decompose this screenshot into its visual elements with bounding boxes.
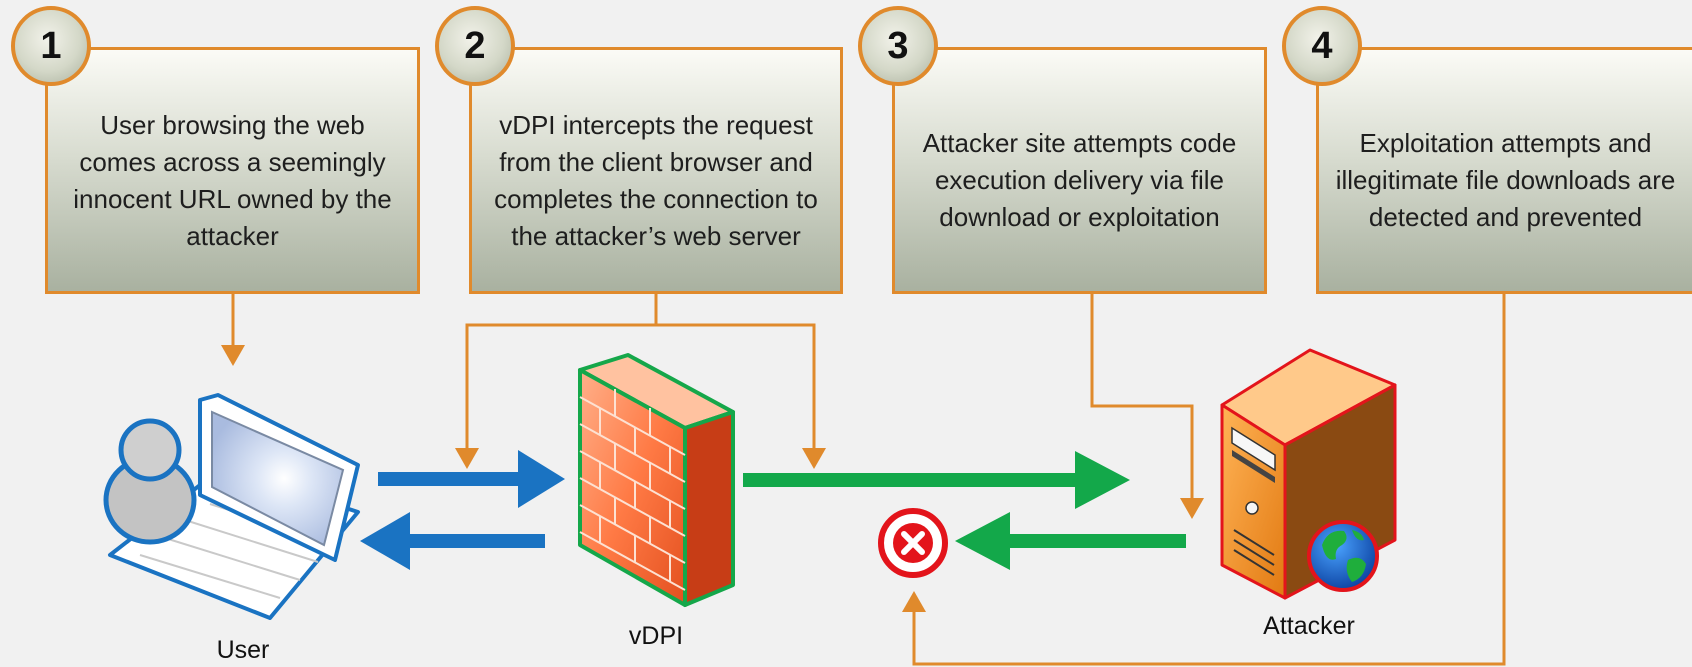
- step-4-box: Exploitation attempts and illegitimate f…: [1316, 47, 1692, 294]
- step-connectors: [231, 294, 1506, 666]
- step-2-box: vDPI intercepts the request from the cli…: [469, 47, 843, 294]
- user-label: User: [216, 636, 270, 664]
- step-3-number-badge: 3: [858, 6, 938, 86]
- blocked-icon: [878, 508, 948, 578]
- response-arrow: [360, 512, 545, 570]
- globe-icon: [1307, 520, 1379, 592]
- step-4-number-badge: 4: [1282, 6, 1362, 86]
- connector-arrowheads: [221, 345, 1204, 612]
- return-arrow: [955, 512, 1186, 570]
- step-1-number-badge: 1: [11, 6, 91, 86]
- request-arrow: [378, 450, 565, 508]
- step-3-box: Attacker site attempts code execution de…: [892, 47, 1267, 294]
- attacker-label: Attacker: [1263, 612, 1355, 640]
- step-4-text: Exploitation attempts and illegitimate f…: [1335, 128, 1676, 232]
- step-1-text: User browsing the web comes across a see…: [73, 109, 392, 251]
- step-2-text: vDPI intercepts the request from the cli…: [494, 109, 818, 251]
- step-2-number-badge: 2: [435, 6, 515, 86]
- firewall-icon: [578, 353, 735, 607]
- step-1-box: User browsing the web comes across a see…: [45, 47, 420, 294]
- user-laptop-icon: [103, 393, 360, 620]
- vdpi-label: vDPI: [628, 622, 684, 650]
- step-3-text: Attacker site attempts code execution de…: [922, 128, 1237, 232]
- forward-arrow: [743, 451, 1130, 509]
